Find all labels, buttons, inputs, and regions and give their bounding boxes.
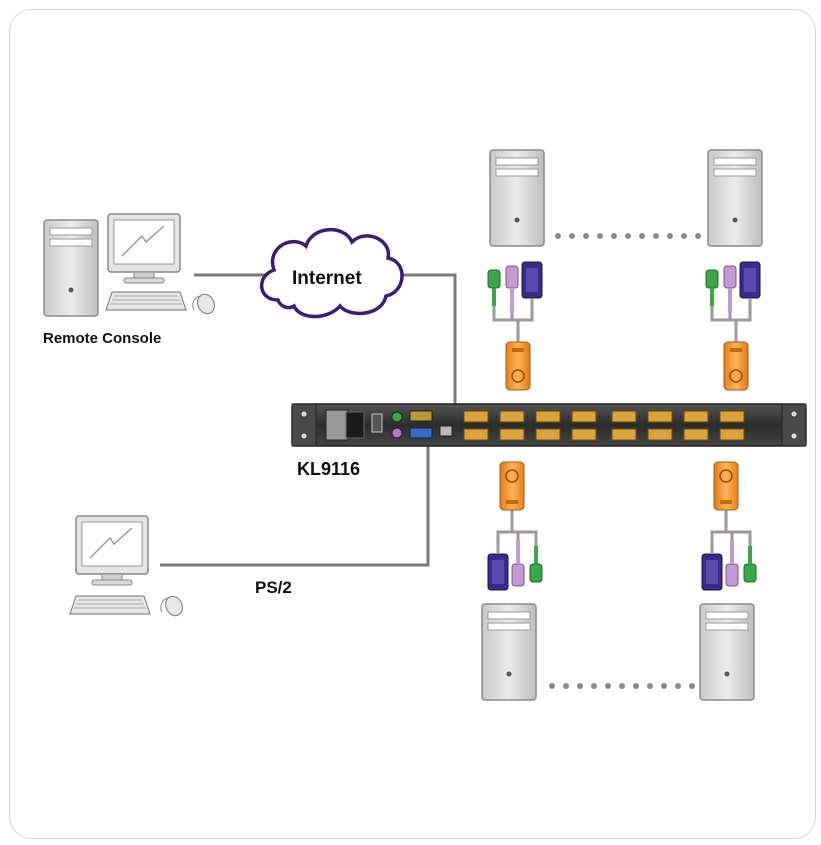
remote-console-computer xyxy=(43,213,219,318)
server-top-right xyxy=(707,149,763,247)
kvm-cable-top-left xyxy=(486,260,544,392)
internet-label: Internet xyxy=(292,268,362,289)
dotted-ellipsis-bottom xyxy=(549,683,695,689)
network-cables xyxy=(160,273,457,567)
local-console-computer xyxy=(69,515,187,620)
kvm-switch-rack xyxy=(291,403,807,447)
server-ports xyxy=(463,410,745,441)
kvm-cable-bottom-right xyxy=(700,460,758,592)
remote-console-label: Remote Console xyxy=(43,330,162,347)
switch-model-label: KL9116 xyxy=(297,459,361,479)
ps2-label: PS/2 xyxy=(255,578,292,597)
server-bottom-right xyxy=(699,603,755,701)
kvm-cable-top-right xyxy=(704,260,762,392)
server-bottom-left xyxy=(481,603,537,701)
internet-cloud-icon xyxy=(260,227,404,319)
kvm-cable-bottom-left xyxy=(486,460,544,592)
server-top-left xyxy=(489,149,545,247)
dotted-ellipsis-top xyxy=(555,233,701,239)
